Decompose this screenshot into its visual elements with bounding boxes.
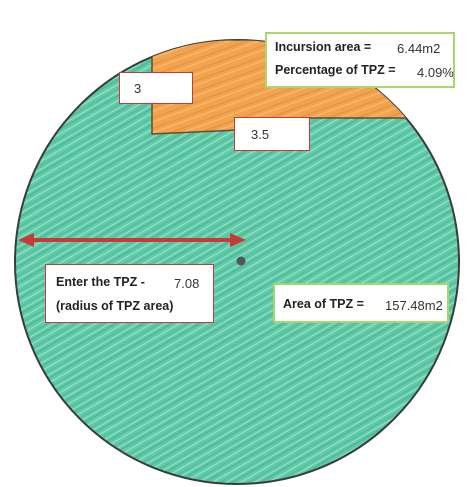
- side-b-value: 3.5: [251, 127, 270, 142]
- tpz-radius-input-box[interactable]: Enter the TPZ - 7.08 (radius of TPZ area…: [45, 264, 214, 323]
- radius-label-line1: Enter the TPZ -: [56, 275, 145, 289]
- radius-arrow: [18, 233, 246, 247]
- side-a-input[interactable]: 3: [119, 72, 193, 104]
- incursion-info-box: Incursion area = 6.44m2 Percentage of TP…: [265, 32, 455, 88]
- tpz-area-label: Area of TPZ =: [283, 297, 364, 311]
- percentage-value: 4.09%: [417, 65, 454, 80]
- side-b-input[interactable]: 3.5: [234, 117, 310, 151]
- center-point: [236, 256, 246, 266]
- incursion-area-value: 6.44m2: [397, 41, 441, 56]
- radius-value[interactable]: 7.08: [174, 276, 200, 291]
- percentage-label: Percentage of TPZ =: [275, 63, 396, 77]
- tpz-area-box: Area of TPZ = 157.48m2: [273, 283, 449, 323]
- tpz-area-value: 157.48m2: [385, 298, 443, 313]
- side-a-value: 3: [134, 81, 142, 96]
- radius-label-line2: (radius of TPZ area): [56, 299, 174, 313]
- incursion-area-label: Incursion area =: [275, 40, 372, 54]
